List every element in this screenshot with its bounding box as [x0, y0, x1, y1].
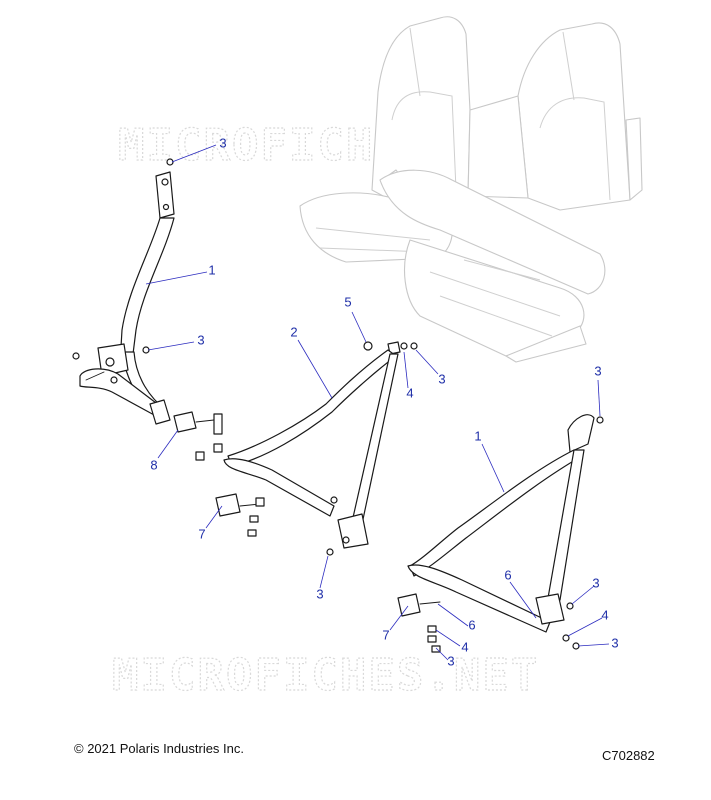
callout-number: 7: [382, 627, 389, 642]
callout-number: 4: [601, 607, 608, 622]
callout-number: 4: [406, 385, 413, 400]
callout-number: 3: [611, 635, 618, 650]
center-seat-belt-assembly: [215, 341, 418, 556]
diagram-code: C702882: [602, 748, 655, 763]
callout-number: 6: [468, 617, 475, 632]
callout-number: 8: [150, 457, 157, 472]
callout-number: 3: [197, 332, 204, 347]
leader-lines: [145, 144, 610, 661]
callout-number: 3: [438, 371, 445, 386]
rear-seat: [299, 16, 643, 363]
callout-number: 1: [474, 428, 481, 443]
callout-number: 1: [208, 262, 215, 277]
callout-number: 6: [504, 567, 511, 582]
callout-number: 3: [447, 653, 454, 668]
right-seat-belt-assembly: [397, 414, 604, 653]
callout-number: 2: [290, 324, 297, 339]
copyright-notice: © 2021 Polaris Industries Inc.: [74, 741, 244, 756]
callout-number: 3: [219, 135, 226, 150]
watermark-bottom: MICROFICHES.NET: [112, 650, 539, 701]
callout-number: 4: [461, 639, 468, 654]
callout-number: 3: [316, 586, 323, 601]
left-seat-belt-assembly: [72, 158, 223, 461]
callout-labels: 3 1 3 8 5 2 4 3 7 3 3 1 6 3 4 3 7 6 4 3: [150, 135, 618, 668]
callout-number: 7: [198, 526, 205, 541]
callout-number: 3: [594, 363, 601, 378]
callout-number: 5: [344, 294, 351, 309]
callout-number: 3: [592, 575, 599, 590]
